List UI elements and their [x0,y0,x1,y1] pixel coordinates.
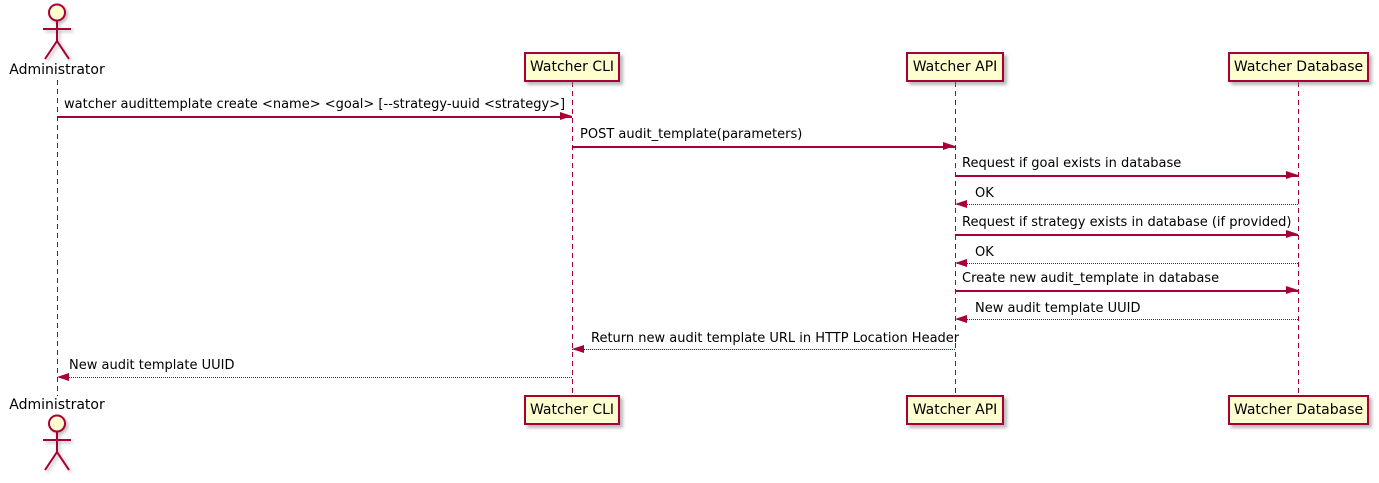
arrowhead-left-icon [572,345,584,353]
lifeline-administrator [57,80,58,396]
participant-label: Watcher CLI [529,402,615,418]
participant-watcher-api-bottom: Watcher API [906,395,1004,425]
message-return-line [955,263,1298,264]
participant-label: Watcher Database [1233,59,1364,75]
message-arrow-line [57,116,572,118]
message-label: watcher audittemplate create <name> <goa… [64,97,566,112]
message-return-line [572,349,955,350]
arrowhead-right-icon [560,112,572,120]
actor-icon [43,414,71,471]
participant-label: Watcher Database [1233,402,1364,418]
arrowhead-left-icon [955,200,967,208]
message-arrow-line [955,290,1298,292]
participant-watcher-database-top: Watcher Database [1228,52,1369,82]
participant-watcher-api-top: Watcher API [906,52,1004,82]
arrowhead-left-icon [955,315,967,323]
message-label: POST audit_template(parameters) [580,127,803,142]
message-return-line [955,319,1298,320]
message-label: Request if strategy exists in database (… [962,215,1292,230]
message-arrow-line [955,175,1298,177]
message-label: OK [975,186,994,201]
message-return-line [955,204,1298,205]
lifeline-watcher-cli [572,82,573,395]
participant-label: Watcher API [912,59,998,75]
message-label: Return new audit template URL in HTTP Lo… [591,331,960,346]
lifeline-watcher-database [1298,82,1299,395]
actor-label-bottom: Administrator [9,397,105,413]
participant-watcher-cli-bottom: Watcher CLI [524,395,620,425]
arrowhead-right-icon [1286,171,1298,179]
participant-watcher-database-bottom: Watcher Database [1228,395,1369,425]
message-label: Create new audit_template in database [962,271,1220,286]
message-label: New audit template UUID [69,358,235,373]
message-arrow-line [572,146,955,148]
arrowhead-left-icon [57,373,69,381]
lifeline-watcher-api [955,82,956,395]
participant-label: Watcher API [912,402,998,418]
actor-icon [43,3,71,60]
arrowhead-left-icon [955,259,967,267]
arrowhead-right-icon [1286,286,1298,294]
message-label: OK [975,245,994,260]
message-return-line [57,377,572,378]
arrowhead-right-icon [943,142,955,150]
message-label: New audit template UUID [975,301,1141,316]
actor-label-top: Administrator [9,62,105,78]
message-label: Request if goal exists in database [962,156,1182,171]
participant-label: Watcher CLI [529,59,615,75]
arrowhead-right-icon [1286,230,1298,238]
participant-watcher-cli-top: Watcher CLI [524,52,620,82]
message-arrow-line [955,234,1298,236]
